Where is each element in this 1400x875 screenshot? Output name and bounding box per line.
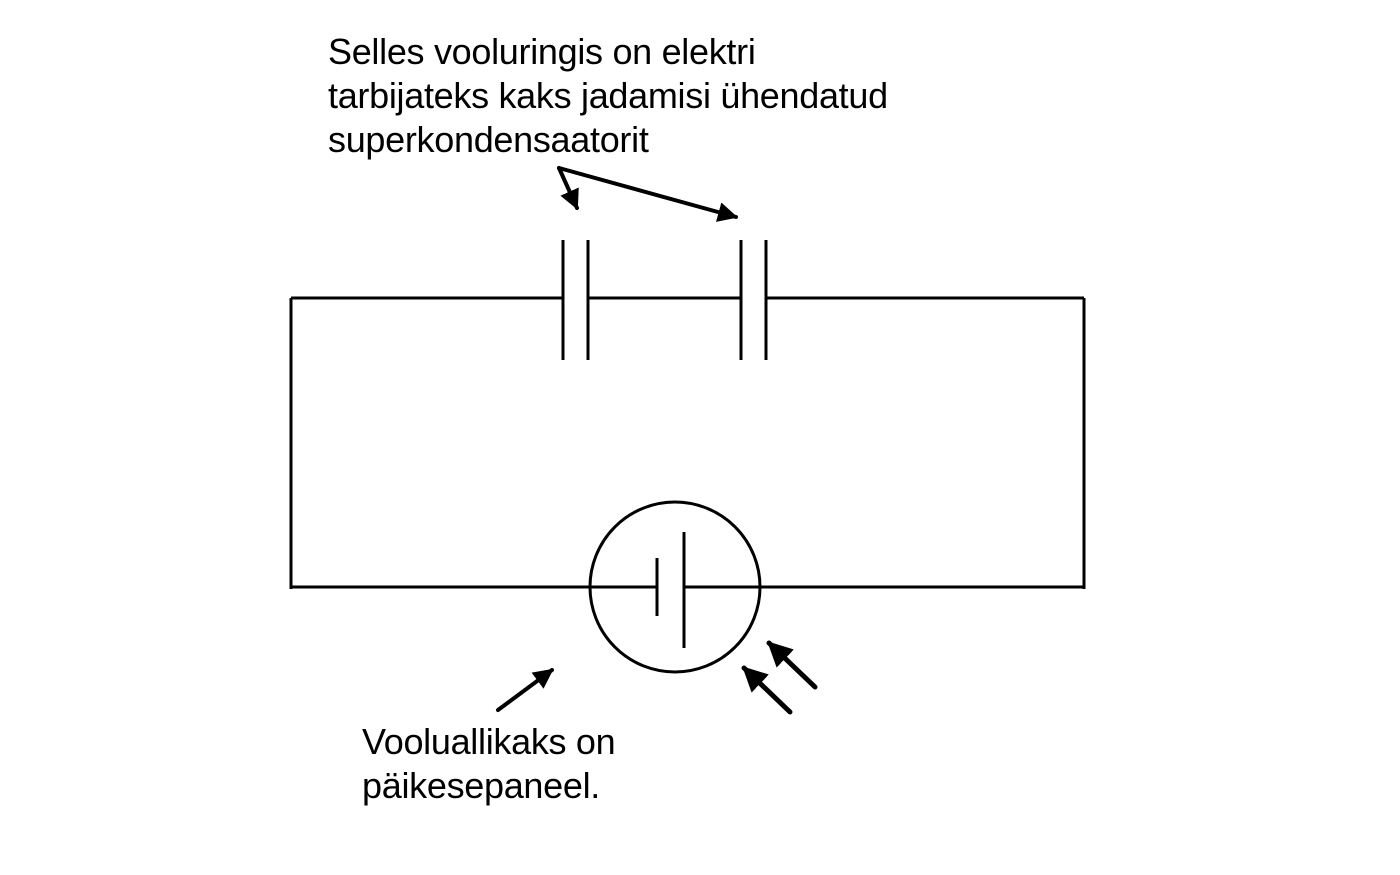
pointer-arrow-source (496, 668, 554, 712)
solar-panel-source (588, 500, 762, 674)
pointer-arrow-capacitor-2 (557, 166, 738, 222)
solar-panel-circle (588, 500, 762, 674)
source-annotation-line-1: Vooluallikaks on (362, 721, 616, 762)
capacitors-annotation-line-1: Selles vooluringis on elektri (328, 31, 756, 72)
light-ray-arrow-upper (766, 640, 818, 690)
source-annotation-line-2: päikesepaneel. (362, 765, 600, 806)
light-ray-arrow-lower (741, 665, 793, 715)
capacitor-1 (561, 240, 590, 360)
capacitors-annotation: Selles vooluringis on elektri tarbijatek… (328, 30, 888, 162)
source-annotation: Vooluallikaks on päikesepaneel. (362, 720, 616, 808)
capacitors-annotation-line-3: superkondensaatorit (328, 119, 649, 160)
pointer-arrow-capacitor-1 (557, 166, 579, 210)
capacitors-annotation-line-2: tarbijateks kaks jadamisi ühendatud (328, 75, 888, 116)
capacitor-2 (739, 240, 768, 360)
